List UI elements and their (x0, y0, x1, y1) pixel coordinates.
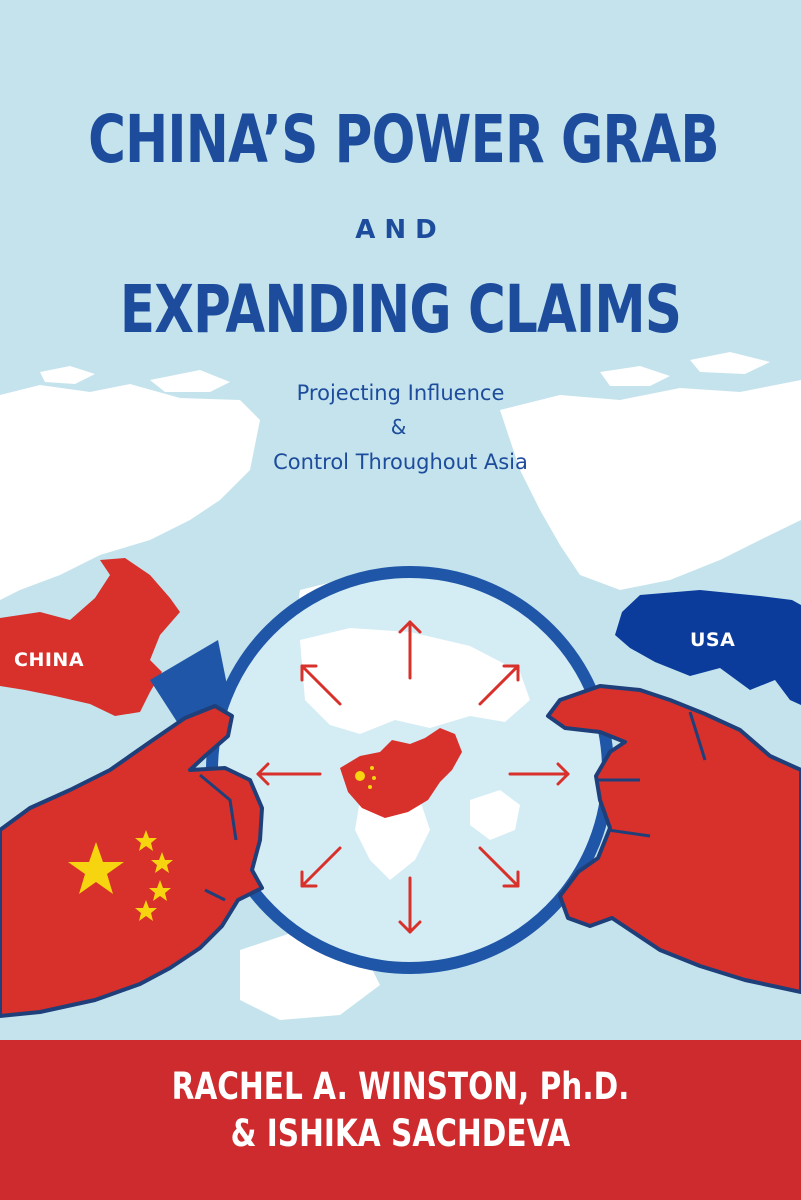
author-band: RACHEL A. WINSTON, Ph.D. & ISHIKA SACHDE… (0, 1040, 801, 1200)
china-map-shape (0, 558, 180, 716)
usa-map-shape (615, 590, 801, 705)
subtitle-line-1: Projecting Influence (296, 381, 505, 405)
subtitle-line-3: Control Throughout Asia (273, 450, 528, 474)
title-line-2: EXPANDING CLAIMS (119, 271, 682, 348)
title-line-1: CHINA’S POWER GRAB (88, 101, 720, 178)
china-label: CHINA (14, 649, 85, 671)
usa-label: USA (690, 629, 736, 651)
subtitle-line-2: & (390, 415, 407, 439)
cover-illustration (0, 352, 801, 1020)
left-hand (0, 704, 264, 1018)
right-hand (546, 684, 801, 994)
expansion-arrows-icon (256, 620, 570, 934)
title-and: AND (355, 215, 446, 245)
author-line-1: RACHEL A. WINSTON, Ph.D. (171, 1065, 630, 1108)
china-in-lens (340, 728, 462, 818)
author-line-2: & ISHIKA SACHDEVA (230, 1112, 571, 1155)
china-flag-stars-icon (68, 830, 173, 921)
